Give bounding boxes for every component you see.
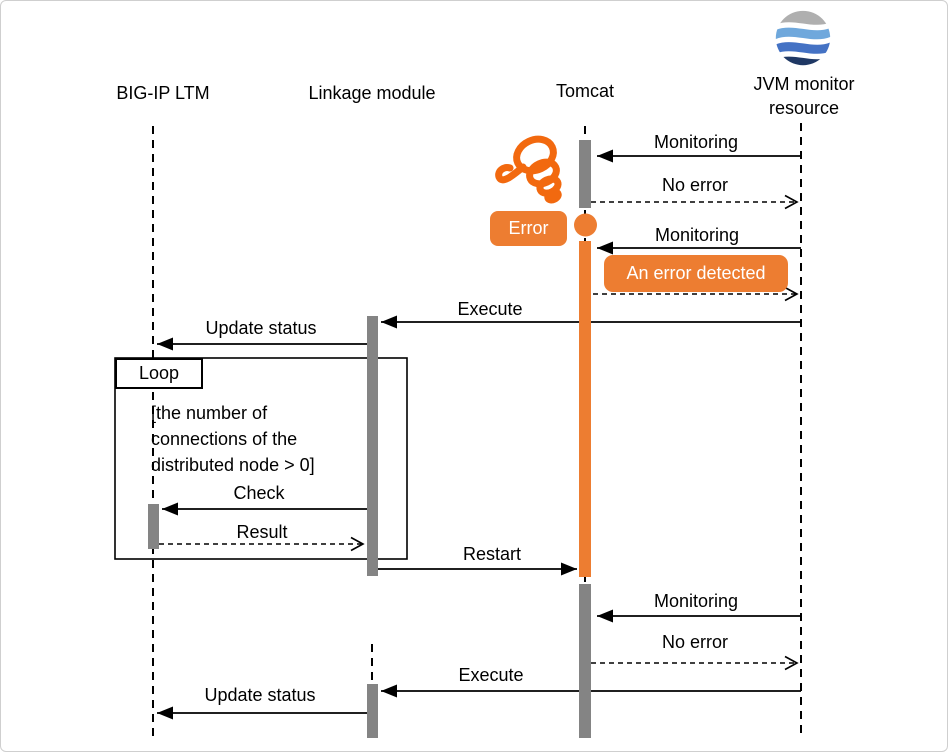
- loop-guard-line2: connections of the: [151, 429, 298, 449]
- actor-linkage-label: Linkage module: [308, 83, 436, 103]
- no-error2-label: No error: [661, 632, 729, 652]
- update-status1-label: Update status: [205, 318, 317, 338]
- actor-jvm-label: JVM monitor resource: [753, 72, 854, 120]
- tomcat-activation-2: [579, 584, 591, 738]
- result-label: Result: [236, 522, 288, 542]
- loop-guard-line3: distributed node > 0]: [151, 455, 315, 475]
- error-badge: Error: [490, 211, 567, 246]
- actor-tomcat-label: Tomcat: [555, 81, 615, 101]
- execute2-label: Execute: [458, 665, 524, 685]
- linkage-activation-1: [367, 316, 378, 576]
- execute1-label: Execute: [457, 299, 523, 319]
- monitoring3-label: Monitoring: [653, 591, 739, 611]
- no-error1-label: No error: [661, 175, 729, 195]
- actor-jvm-label-line2: resource: [768, 98, 840, 118]
- update-status2-label: Update status: [204, 685, 316, 705]
- loop-guard-text: [the number of connections of the distri…: [151, 400, 315, 478]
- tomcat-activation-error: [579, 241, 591, 577]
- monitoring2-label: Monitoring: [654, 225, 740, 245]
- bigip-activation: [148, 504, 159, 549]
- check-label: Check: [233, 483, 285, 503]
- tomcat-activation-1: [579, 140, 591, 208]
- error-detected-badge: An error detected: [604, 255, 788, 292]
- loop-guard-line1: [the number of: [151, 403, 268, 423]
- monitoring1-label: Monitoring: [653, 132, 739, 152]
- linkage-activation-2: [367, 684, 378, 738]
- restart-label: Restart: [462, 544, 522, 564]
- globe-icon: [775, 10, 831, 66]
- error-event-dot: [574, 213, 597, 237]
- actor-jvm-label-line1: JVM monitor: [753, 74, 855, 94]
- error-scribble-icon: [495, 135, 562, 204]
- loop-title: Loop: [115, 358, 203, 389]
- loop-fragment-frame: [114, 357, 408, 560]
- actor-bigip-label: BIG-IP LTM: [116, 83, 210, 103]
